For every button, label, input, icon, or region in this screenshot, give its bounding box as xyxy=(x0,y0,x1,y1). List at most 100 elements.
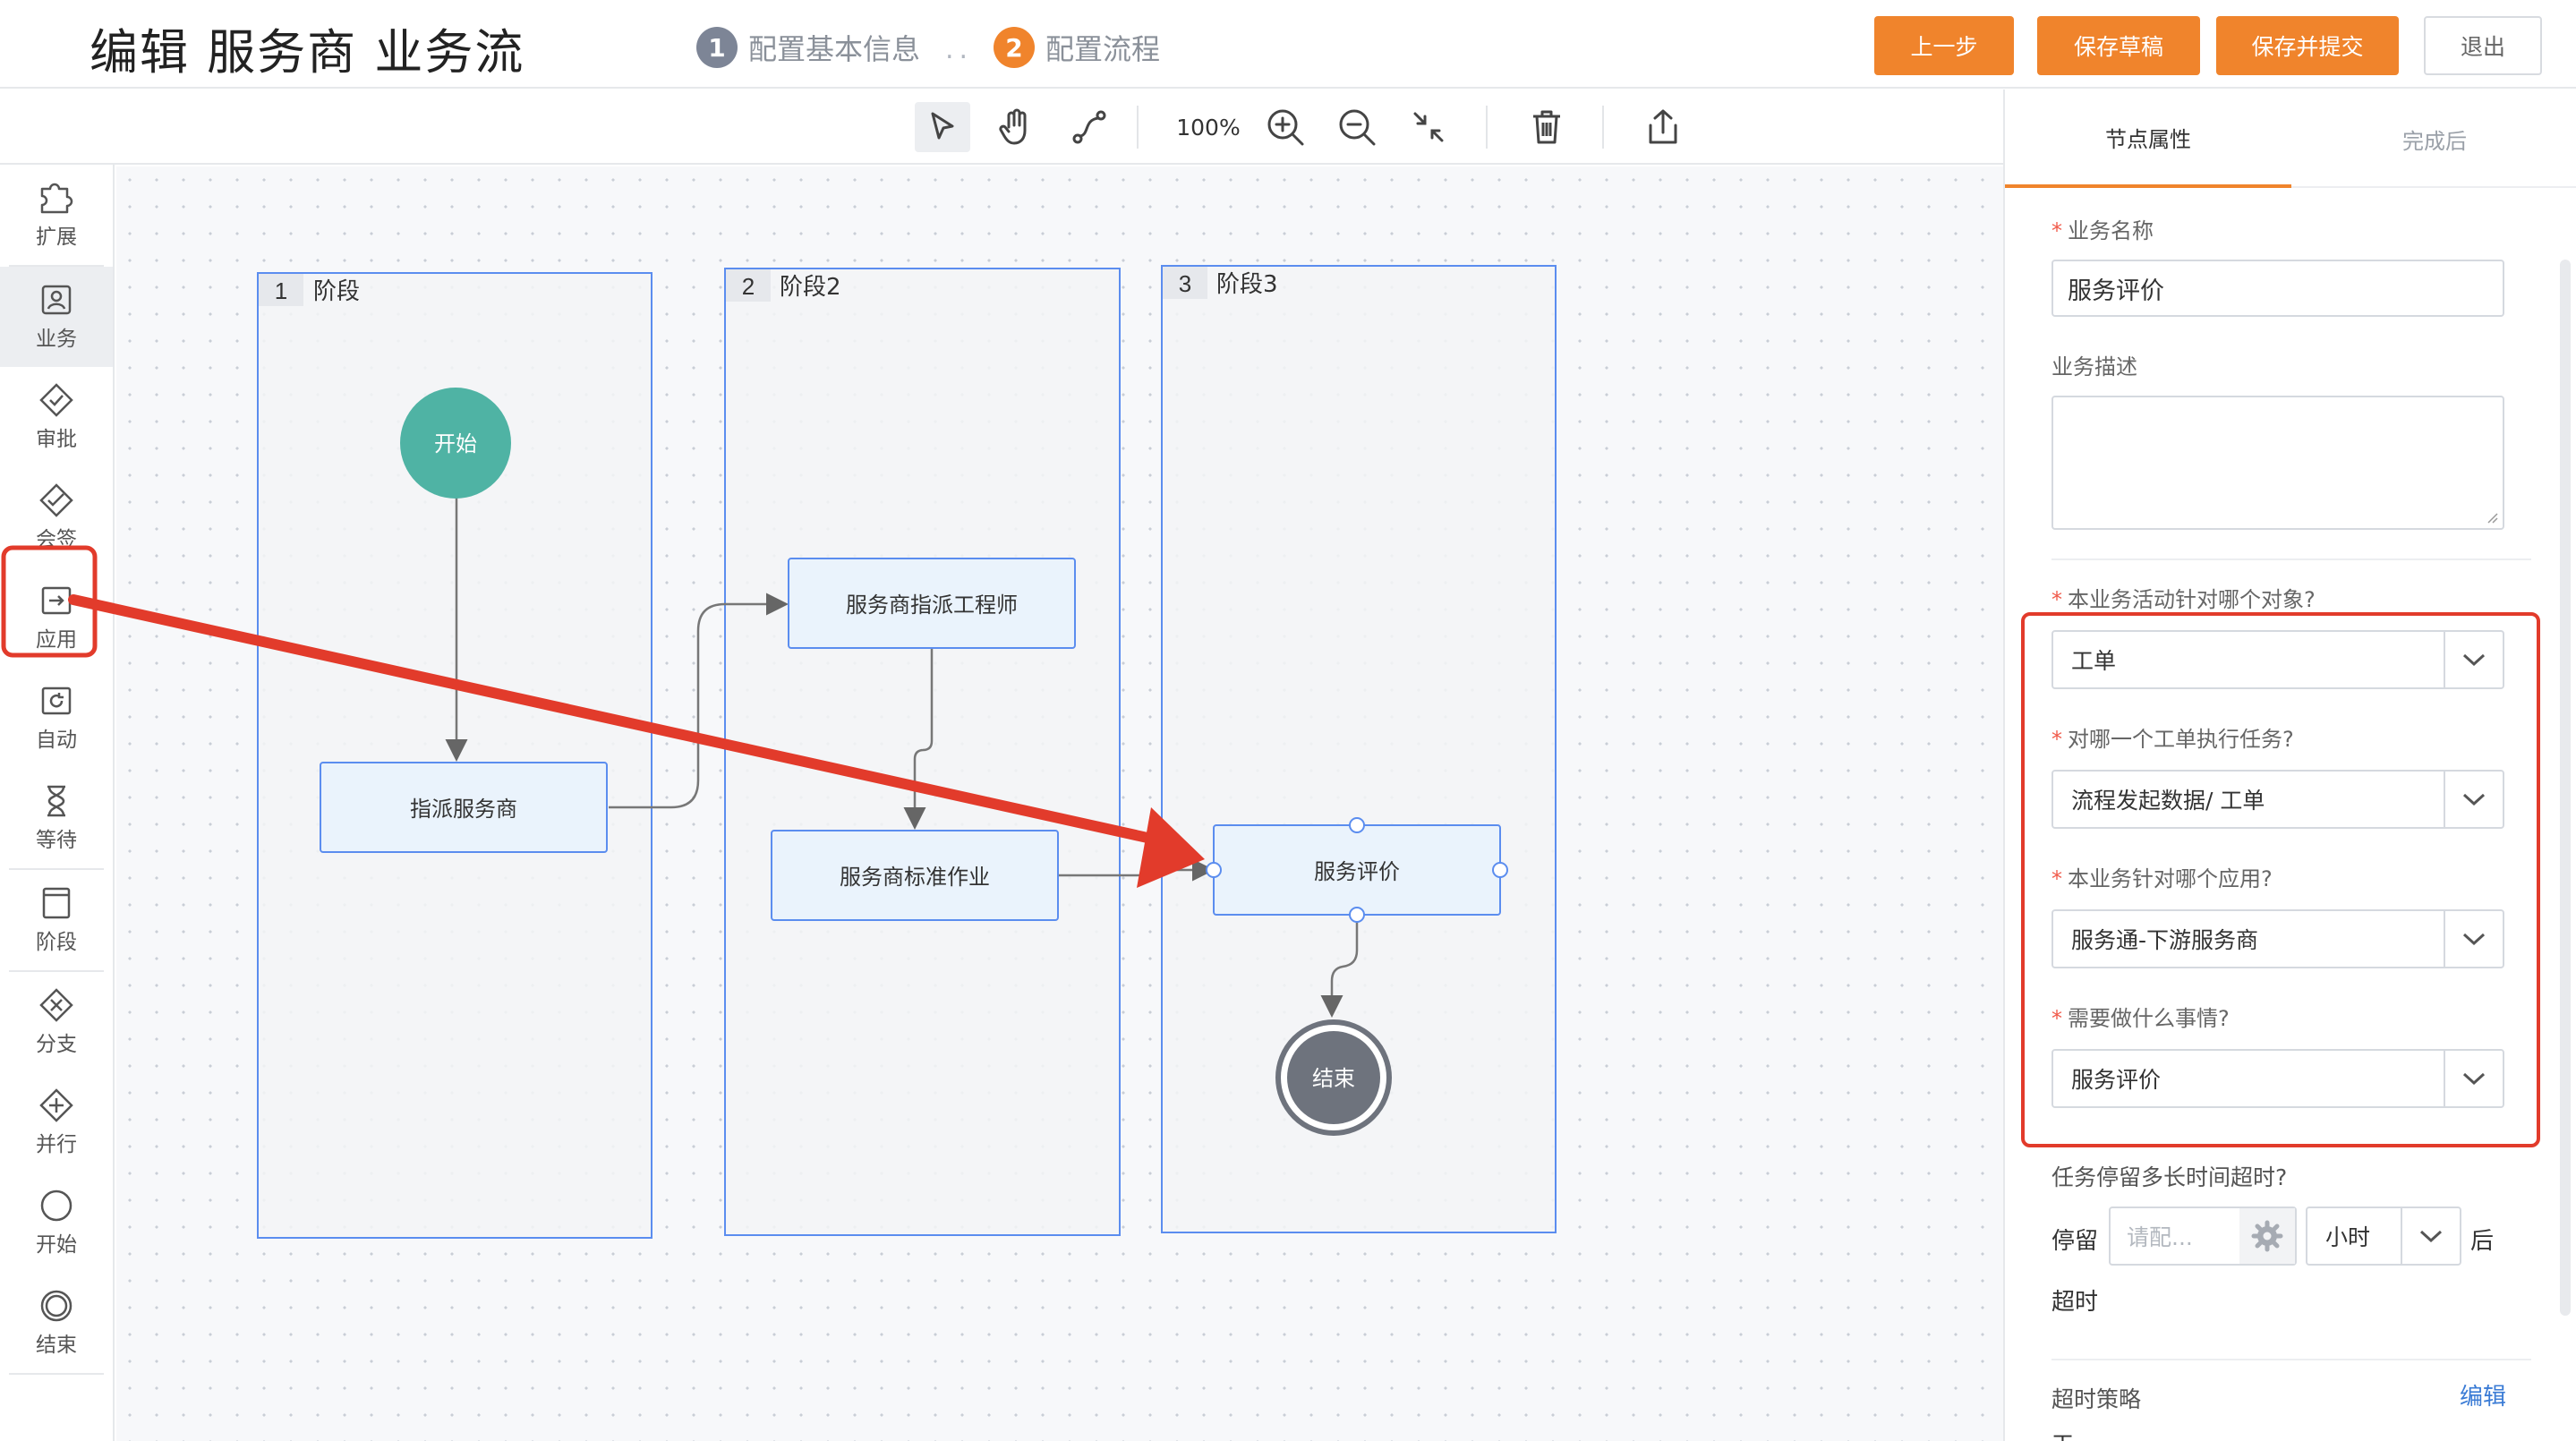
select-tool-button[interactable] xyxy=(915,102,970,152)
palette-item-end[interactable]: 结束 xyxy=(0,1273,113,1373)
step-basic-info[interactable]: 1 配置基本信息 xyxy=(696,27,920,68)
hand-tool-button[interactable] xyxy=(988,102,1044,152)
page-title: 编辑 服务商 业务流 xyxy=(90,24,525,81)
order-select[interactable]: 流程发起数据/ 工单 xyxy=(2051,770,2504,829)
gear-icon[interactable] xyxy=(2239,1208,2295,1264)
save-draft-button[interactable]: 保存草稿 xyxy=(2037,16,2200,75)
todo-select[interactable]: 服务评价 xyxy=(2051,1049,2504,1108)
page-header: 编辑 服务商 业务流 1 配置基本信息 .. 2 配置流程 上一步 保存草稿 保… xyxy=(0,0,2576,89)
palette-item-wait[interactable]: 等待 xyxy=(0,768,113,868)
countersign-icon xyxy=(39,483,73,517)
panel-scrollbar[interactable] xyxy=(2560,260,2571,1316)
start-circle-icon xyxy=(40,1189,73,1222)
stage-icon xyxy=(42,887,71,919)
edit-policy-link[interactable]: 编辑 xyxy=(2460,1384,2507,1411)
step-label: 配置基本信息 xyxy=(748,32,921,66)
object-select[interactable]: 工单 xyxy=(2051,630,2504,689)
app-question-label: *本业务针对哪个应用? xyxy=(2051,866,2273,891)
save-submit-button[interactable]: 保存并提交 xyxy=(2216,16,2399,75)
tab-after-complete[interactable]: 完成后 xyxy=(2402,128,2467,154)
timeout-question-label: 任务停留多长时间超时? xyxy=(2051,1164,2288,1190)
canvas-toolbar: 100% xyxy=(0,90,2003,165)
palette-label: 等待 xyxy=(36,829,77,852)
trash-icon xyxy=(1533,110,1560,144)
toolbar-divider xyxy=(1486,106,1488,149)
palette-divider xyxy=(9,970,104,972)
shrink-icon xyxy=(1413,112,1444,142)
palette-item-business[interactable]: 业务 xyxy=(0,267,113,367)
delete-button[interactable] xyxy=(1522,102,1572,152)
zoom-out-button[interactable] xyxy=(1332,102,1382,152)
business-desc-textarea[interactable] xyxy=(2051,396,2504,530)
node-palette: 扩展 业务 审批 会签 应用 自动 等待 阶段 分支 并行 开始 xyxy=(0,165,115,1441)
chevron-down-icon xyxy=(2444,772,2503,827)
order-question-label: *对哪一个工单执行任务? xyxy=(2051,727,2294,752)
palette-divider xyxy=(9,265,104,267)
fit-view-button[interactable] xyxy=(1403,102,1454,152)
timeout-word: 超时 xyxy=(2051,1289,2099,1316)
palette-label: 分支 xyxy=(36,1033,77,1056)
palette-item-stage[interactable]: 阶段 xyxy=(0,870,113,970)
palette-item-parallel[interactable]: 并行 xyxy=(0,1072,113,1172)
palette-label: 业务 xyxy=(36,328,77,351)
select-value: 流程发起数据/ 工单 xyxy=(2071,788,2265,814)
palette-item-app[interactable]: 应用 xyxy=(0,567,113,668)
palette-label: 结束 xyxy=(36,1334,77,1357)
app-select[interactable]: 服务通-下游服务商 xyxy=(2051,909,2504,968)
hourglass-icon xyxy=(47,785,65,817)
step-label: 配置流程 xyxy=(1045,32,1161,66)
toolbar-divider xyxy=(1137,106,1139,149)
app-arrow-icon xyxy=(41,586,72,615)
panel-tabs: 节点属性 完成后 xyxy=(2005,90,2576,188)
palette-divider xyxy=(9,868,104,870)
flow-canvas[interactable] xyxy=(116,166,2003,1441)
palette-item-auto[interactable]: 自动 xyxy=(0,668,113,768)
exit-button[interactable]: 退出 xyxy=(2424,16,2542,75)
timeout-unit-select[interactable]: 小时 xyxy=(2306,1207,2461,1266)
parallel-icon xyxy=(39,1088,73,1122)
business-name-label: *业务名称 xyxy=(2051,218,2154,243)
step-number: 1 xyxy=(696,27,738,68)
business-name-input[interactable]: 服务评价 xyxy=(2051,260,2504,317)
chevron-down-icon xyxy=(2444,911,2503,967)
step-configure-flow[interactable]: 2 配置流程 xyxy=(994,27,1160,68)
zoom-level-text: 100% xyxy=(1176,114,1241,141)
palette-label: 应用 xyxy=(36,628,77,652)
chevron-down-icon xyxy=(2444,1051,2503,1106)
panel-divider xyxy=(2051,558,2531,560)
timeout-value-input[interactable]: 请配... xyxy=(2109,1207,2297,1266)
palette-item-countersign[interactable]: 会签 xyxy=(0,467,113,567)
auto-icon xyxy=(41,686,72,715)
step-number: 2 xyxy=(994,27,1035,68)
palette-item-start[interactable]: 开始 xyxy=(0,1172,113,1273)
export-button[interactable] xyxy=(1638,102,1688,152)
zoom-in-icon xyxy=(1267,109,1304,146)
timeout-policy-label: 超时策略 xyxy=(2051,1386,2142,1412)
select-value: 工单 xyxy=(2071,648,2117,674)
select-value: 服务通-下游服务商 xyxy=(2071,927,2259,953)
panel-divider xyxy=(2051,1359,2531,1360)
policy-value: 工 xyxy=(2051,1427,2074,1441)
step-separator: .. xyxy=(945,34,974,65)
palette-item-approve[interactable]: 审批 xyxy=(0,367,113,467)
timeout-placeholder: 请配... xyxy=(2127,1224,2193,1250)
palette-label: 自动 xyxy=(36,729,77,752)
prev-step-button[interactable]: 上一步 xyxy=(1874,16,2014,75)
chevron-down-icon xyxy=(2444,632,2503,687)
tab-node-properties[interactable]: 节点属性 xyxy=(2005,90,2291,188)
palette-item-extend[interactable]: 扩展 xyxy=(0,165,113,265)
resize-handle-icon xyxy=(2487,513,2498,524)
export-icon xyxy=(1649,109,1677,144)
zoom-in-button[interactable] xyxy=(1260,102,1310,152)
connector-icon xyxy=(1072,110,1106,144)
end-circle-icon xyxy=(40,1290,73,1322)
approve-diamond-icon xyxy=(39,383,73,417)
branch-icon xyxy=(39,988,73,1022)
pointer-icon xyxy=(931,112,954,140)
after-label: 后 xyxy=(2470,1228,2495,1255)
properties-panel: 节点属性 完成后 *业务名称 服务评价 业务描述 *本业务活动针对哪个对象? 工… xyxy=(2003,90,2576,1441)
connect-tool-button[interactable] xyxy=(1062,102,1117,152)
palette-label: 开始 xyxy=(36,1233,77,1257)
puzzle-icon xyxy=(40,183,73,214)
palette-item-branch[interactable]: 分支 xyxy=(0,972,113,1072)
